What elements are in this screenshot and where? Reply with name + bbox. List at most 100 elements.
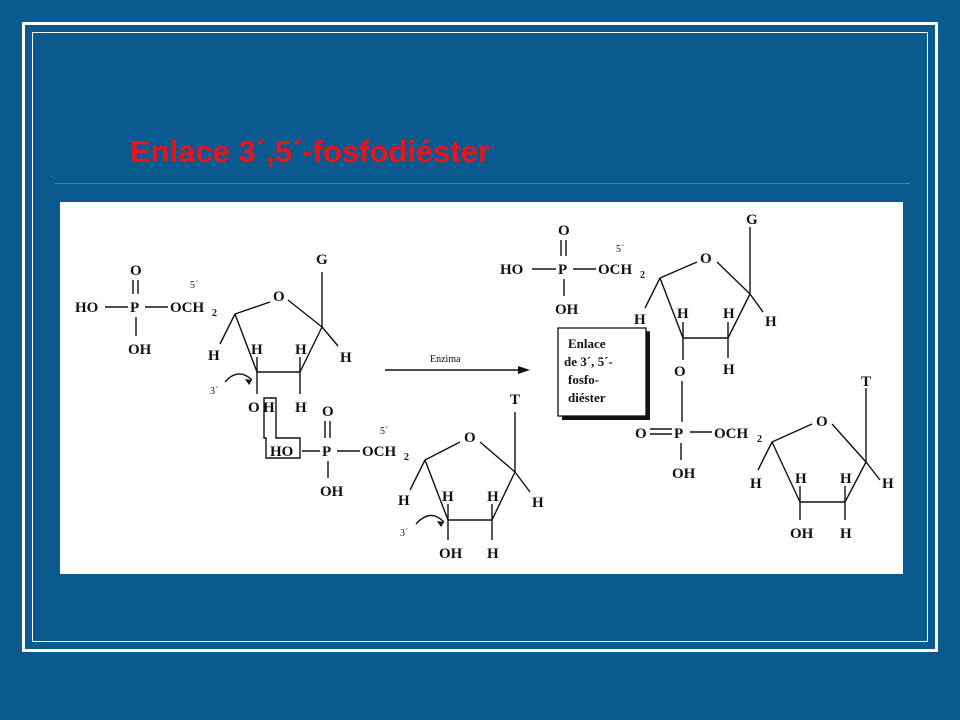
- bond: [844, 461, 867, 503]
- phosphodiester-label-box: Enlace de 3´, 5´- fosfo- diéster: [557, 327, 650, 420]
- reactant-top-h: H: [295, 342, 307, 358]
- product-top-nucleotide: O HO P OCH 2 5´ OH O G H H H: [500, 212, 777, 422]
- reactant-top-oh: OH: [128, 342, 152, 358]
- arrow-head: [518, 366, 530, 374]
- product-bottom-phosphorus: P: [674, 426, 683, 442]
- product-bottom-nucleotide: O P OCH 2 OH O T H H H H OH: [635, 374, 894, 542]
- label-box-line: fosfo-: [568, 372, 599, 387]
- label-box-line: Enlace: [568, 336, 606, 351]
- product-bottom-ring-oxygen: O: [816, 414, 828, 430]
- reactant-top-3prime: 3´: [210, 386, 218, 397]
- bond: [865, 461, 881, 481]
- reaction-diagram: O P HO OCH 2 5´ OH O G H H H: [75, 212, 894, 562]
- reactant-bottom-h: H: [398, 493, 410, 509]
- product-top-5prime: 5´: [616, 244, 624, 255]
- bond: [424, 459, 449, 521]
- product-top-subscript: 2: [640, 270, 645, 281]
- reactant-top-nucleotide: O P HO OCH 2 5´ OH O G H H H: [75, 252, 352, 416]
- product-bottom-dbl-oxygen: O: [635, 426, 647, 442]
- water-elimination-outline: [263, 397, 301, 459]
- bond: [659, 261, 698, 279]
- reactant-top-phosphorus: P: [130, 300, 139, 316]
- product-top-oh: OH: [555, 302, 579, 318]
- bond: [424, 441, 461, 461]
- product-top-phosphate-oxygen: O: [558, 223, 570, 239]
- bond: [644, 277, 661, 309]
- bond: [299, 326, 323, 373]
- reactant-top-h: H: [208, 348, 220, 364]
- product-bottom-h: H: [795, 471, 807, 487]
- product-top-bridge-oxygen: O: [674, 364, 686, 380]
- reactant-bottom-phosphorus: P: [322, 444, 331, 460]
- bond: [234, 313, 258, 373]
- reactant-top-h: H: [340, 350, 352, 366]
- bond: [771, 441, 801, 503]
- reactant-bottom-ring-oxygen: O: [464, 430, 476, 446]
- reaction-diagram-panel: O P HO OCH 2 5´ OH O G H H H: [60, 202, 903, 574]
- product-bottom-h: H: [840, 471, 852, 487]
- reactant-top-subscript: 2: [212, 308, 217, 319]
- reactant-top-5prime: 5´: [190, 280, 198, 291]
- product-bottom-oh3: OH: [790, 526, 814, 542]
- product-top-base: G: [746, 212, 758, 228]
- reactant-bottom-h: H: [487, 546, 499, 562]
- reactant-top-ring-oxygen: O: [273, 289, 285, 305]
- reactant-top-h: H: [251, 342, 263, 358]
- product-top-phosphorus: P: [558, 262, 567, 278]
- product-top-ring-oxygen: O: [700, 251, 712, 267]
- reactant-top-h3prime: H: [263, 400, 275, 416]
- bond: [514, 471, 531, 493]
- product-bottom-h: H: [750, 476, 762, 492]
- reactant-bottom-och: OCH: [362, 444, 397, 460]
- bond: [757, 441, 773, 471]
- reactant-top-h: H: [295, 400, 307, 416]
- curved-arrow: [415, 514, 445, 525]
- bond: [659, 277, 684, 339]
- product-top-h: H: [765, 314, 777, 330]
- reactant-bottom-5prime: 5´: [380, 426, 388, 437]
- bond: [219, 313, 236, 345]
- product-bottom-h: H: [840, 526, 852, 542]
- reactant-top-phosphate-oxygen: O: [130, 263, 142, 279]
- bond: [491, 471, 516, 521]
- product-bottom-base: T: [861, 374, 871, 390]
- bond: [716, 261, 751, 295]
- product-top-h: H: [723, 362, 735, 378]
- product-bottom-h: H: [882, 476, 894, 492]
- reactant-bottom-oh3: OH: [439, 546, 463, 562]
- reactant-bottom-oh: OH: [320, 484, 344, 500]
- box-shadow: [646, 332, 650, 420]
- bond: [479, 441, 516, 473]
- reactant-bottom-h: H: [442, 489, 454, 505]
- reactant-bottom-subscript: 2: [404, 452, 409, 463]
- label-box-line: diéster: [568, 390, 606, 405]
- label-box-frame: [557, 327, 647, 417]
- reactant-top-base: G: [316, 252, 328, 268]
- reactant-bottom-3prime: 3´: [400, 528, 408, 539]
- product-bottom-oh: OH: [672, 466, 696, 482]
- bond: [727, 293, 751, 339]
- product-top-ho: HO: [500, 262, 523, 278]
- slide-frame-outer: [22, 22, 938, 652]
- product-top-h: H: [723, 306, 735, 322]
- reactant-bottom-base: T: [510, 392, 520, 408]
- box-shadow: [562, 416, 650, 420]
- bond: [749, 293, 764, 313]
- slide-frame-inner: [32, 32, 928, 642]
- reaction-arrow-label: Enzima: [430, 354, 461, 365]
- bond: [321, 326, 339, 347]
- bond: [234, 301, 271, 315]
- reactant-top-ho: HO: [75, 300, 98, 316]
- product-top-h: H: [634, 312, 646, 328]
- reactant-bottom-ho: HO: [270, 444, 293, 460]
- reactant-bottom-h: H: [532, 495, 544, 511]
- arrow-head: [437, 521, 444, 527]
- bond: [831, 423, 867, 463]
- bond: [287, 299, 323, 328]
- reactant-bottom-phosphate-oxygen: O: [322, 404, 334, 420]
- label-box-line: de 3´, 5´-: [564, 354, 613, 369]
- reactant-top-o3: O: [248, 400, 260, 416]
- bond: [771, 423, 813, 443]
- reactant-bottom-h: H: [487, 489, 499, 505]
- product-top-h: H: [677, 306, 689, 322]
